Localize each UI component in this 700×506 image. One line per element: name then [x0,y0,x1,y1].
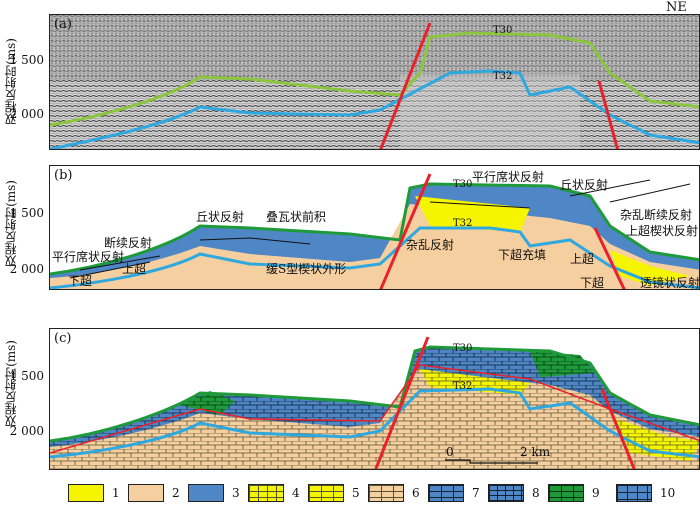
ytick-a-2000: 2 000 [9,107,44,121]
legend-num-3: 3 [232,486,240,500]
orientation-label: NE [666,0,687,15]
ytick-c-2000: 2 000 [9,424,44,438]
ann-sigmoid: 缓S型楔状外形 [266,262,347,276]
legend-swatch-8 [488,484,524,502]
ann-onlap-left: 上超 [122,262,147,276]
legend-item-5: 5 [308,483,360,503]
legend-num-9: 9 [592,486,600,500]
panel-a-seismic: (a) T30 T32 [49,14,700,150]
ann-discontinuous: 断续反射 [104,236,153,250]
horizon-a-t30: T30 [493,25,513,36]
ann-lens: 透镜状反射 [640,276,700,290]
ann-downlap: 下超 [68,274,93,288]
legend-item-1: 1 [68,483,120,503]
horizon-c-t30: T30 [453,343,473,354]
seismic-image [50,15,699,149]
legend-item-10: 10 [616,483,675,503]
legend-swatch-2 [128,484,164,502]
horizon-b-t30: T30 [453,179,473,190]
legend-num-6: 6 [412,486,420,500]
ann-onlap-right: 上超 [570,252,595,266]
ann-downlap-right: 下超 [580,276,605,290]
legend-item-2: 2 [128,483,180,503]
ytick-a-1500: 1 500 [9,53,44,67]
panel-c-lithology: (c) T30 T32 0 2 km [49,328,700,470]
ann-downlap-fill: 下超充填 [498,248,547,262]
ytick-b-1500: 1 500 [9,206,44,220]
ann-mound-right: 丘状反射 [560,178,609,192]
ytick-c-1500: 1 500 [9,369,44,383]
legend-swatch-5 [308,484,344,502]
ann-imbricate: 叠瓦状前积 [266,210,327,224]
ann-chaotic: 杂乱反射 [406,238,455,252]
panel-a-label: (a) [54,17,72,32]
lithology-figure [50,336,699,469]
legend-item-8: 8 [488,483,540,503]
legend-item-6: 6 [368,483,420,503]
horizon-a-t32: T32 [493,71,513,82]
legend-item-3: 3 [188,483,240,503]
y-axis-label-c: 双程反射时(ms) [4,340,18,427]
legend-swatch-6 [368,484,404,502]
legend-num-1: 1 [112,486,120,500]
horizon-c-t32: T32 [453,381,473,392]
legend-swatch-7 [428,484,464,502]
legend-num-7: 7 [472,486,480,500]
ann-onlap-wedge: 上超楔状反射 [626,224,699,238]
legend-num-4: 4 [292,486,300,500]
horizon-b-t32: T32 [453,218,473,229]
ytick-b-2000: 2 000 [9,262,44,276]
legend-num-10: 10 [660,486,676,500]
legend-item-9: 9 [548,483,600,503]
legend-item-4: 4 [248,483,300,503]
panel-b-label: (b) [54,168,73,183]
legend-swatch-4 [248,484,284,502]
legend-item-7: 7 [428,483,480,503]
y-axis-label-b: 双程反射时(ms) [4,180,18,267]
interpretation-figure [50,173,699,289]
scale-end: 2 km [520,445,551,459]
legend-num-2: 2 [172,486,180,500]
legend-swatch-3 [188,484,224,502]
ann-chaotic-disc: 杂乱断续反射 [620,208,693,222]
legend-swatch-10 [616,484,652,502]
legend-swatch-1 [68,484,104,502]
panel-c-label: (c) [54,331,72,346]
ann-parallel-top: 平行席状反射 [472,170,545,184]
ann-mound: 丘状反射 [196,210,245,224]
legend-swatch-9 [548,484,584,502]
legend-num-5: 5 [352,486,360,500]
legend-num-8: 8 [532,486,540,500]
panel-b-interpretation: (b) T30 T32 平行席状反射 断续反射 下超 上超 丘状反射 叠瓦状前积… [49,165,700,290]
scale-start: 0 [446,445,454,459]
ann-parallel: 平行席状反射 [52,250,125,264]
